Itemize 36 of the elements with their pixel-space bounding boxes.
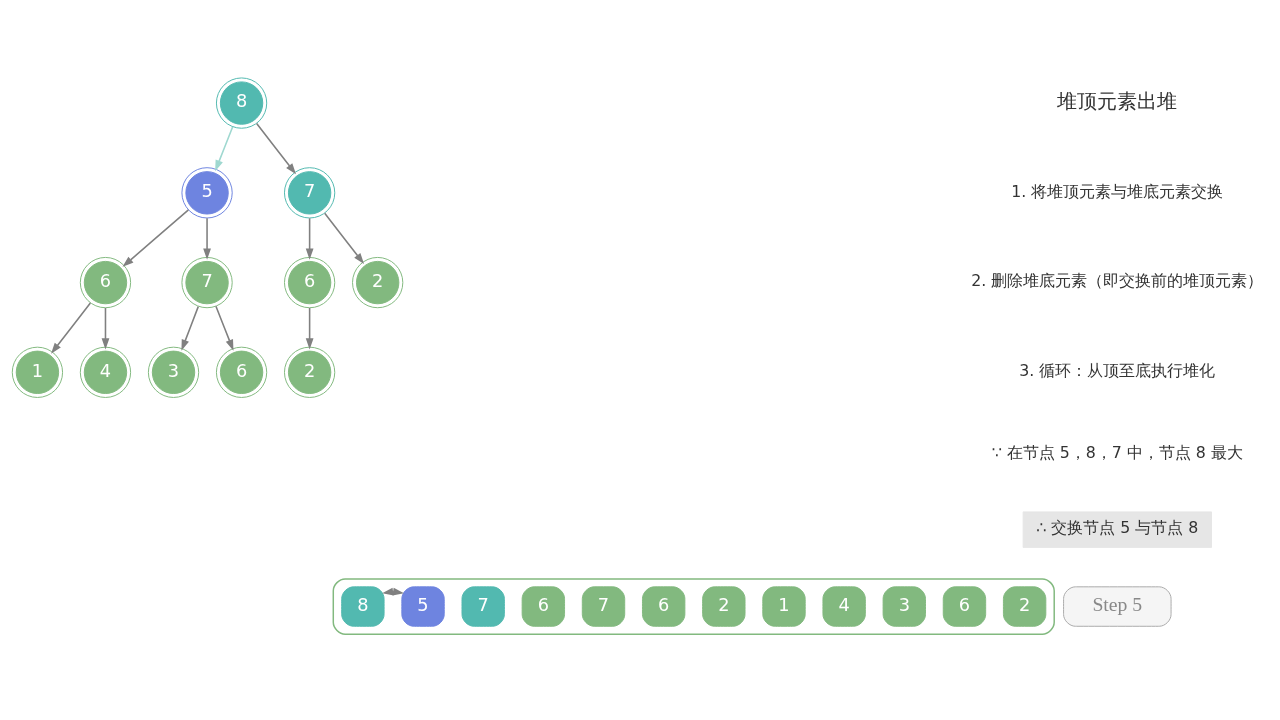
node-box: 4 <box>822 586 866 627</box>
arrow <box>51 302 92 354</box>
node-box: 3 <box>882 586 926 627</box>
cluster <box>332 578 1055 635</box>
label: ∵ 在节点 5，8，7 中，节点 8 最大 <box>991 443 1243 463</box>
label: 1. 将堆顶元素与堆底元素交换 <box>1011 181 1224 201</box>
node-box: 2 <box>1002 586 1047 627</box>
node-circle: 7 <box>283 167 336 219</box>
arrow <box>203 217 211 260</box>
label: 堆顶元素出堆 <box>1057 90 1178 113</box>
node-circle: 5 <box>181 167 233 219</box>
node-box: Step 5 <box>1063 586 1172 627</box>
arrow <box>323 212 365 265</box>
label: 3. 循环：从顶至底执行堆化 <box>1019 361 1216 381</box>
node-circle: 7 <box>181 256 233 309</box>
node-box: 2 <box>702 586 746 627</box>
node-box: 6 <box>641 586 686 627</box>
node-circle: 8 <box>215 77 268 129</box>
arrow <box>305 217 314 260</box>
arrow <box>181 305 200 351</box>
node-box: 7 <box>461 586 505 627</box>
arrow <box>215 125 234 172</box>
node-box: 8 <box>341 586 385 627</box>
node-box: 7 <box>581 586 626 627</box>
arrow <box>305 307 314 350</box>
arrow <box>122 209 190 267</box>
arrow <box>255 122 297 175</box>
label: 2. 删除堆底元素（即交换前的堆顶元素） <box>971 271 1264 291</box>
node-box: 1 <box>762 586 806 627</box>
arrow <box>101 307 110 350</box>
node-box: 6 <box>521 586 566 627</box>
arrow <box>215 305 234 351</box>
node-circle: 6 <box>283 256 336 309</box>
node-box: 6 <box>942 586 987 627</box>
node-box: ∴ 交换节点 5 与节点 8 <box>1022 511 1212 548</box>
node-box: 5 <box>401 586 445 627</box>
